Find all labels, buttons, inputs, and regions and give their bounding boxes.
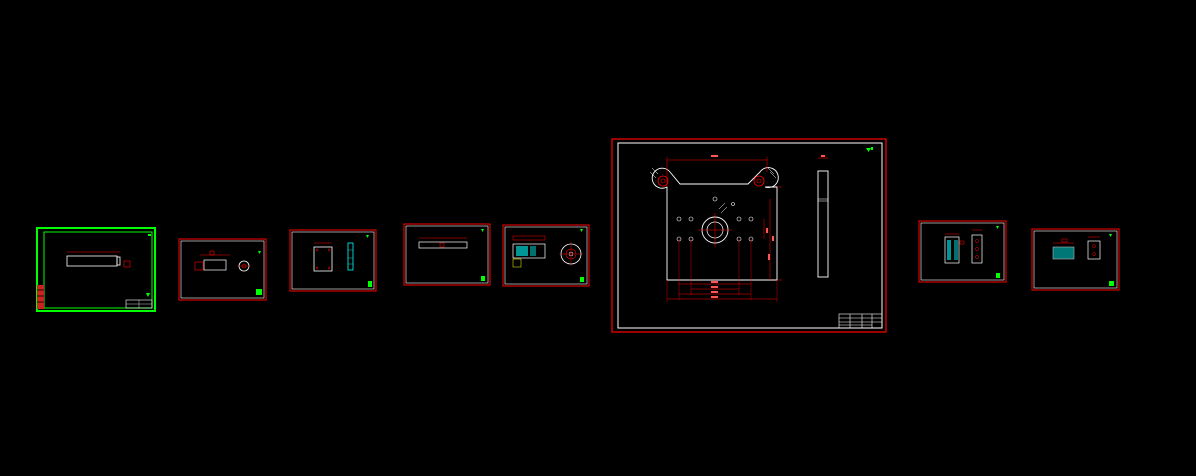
drawing-sheet-2[interactable] (178, 238, 267, 301)
sheet-8-inner-frame (1033, 230, 1118, 289)
sheet-5-section-view (512, 243, 546, 259)
sheet-7-border (918, 220, 1007, 283)
sheet-4-part-pin (418, 241, 468, 249)
sheet-8-block-view (1052, 246, 1075, 260)
sheet-6-title-block (838, 313, 883, 329)
sheet-8-side-view (1087, 240, 1101, 260)
sheet-2-border (178, 238, 267, 301)
sheet-2-inner-frame (180, 240, 265, 299)
sheet-1-title-strip (37, 285, 44, 309)
sheet-3-plate-view (313, 246, 333, 272)
sheet-4-inner-frame (405, 225, 489, 284)
sheet-6-border (611, 138, 887, 333)
sheet-1-part-shaft (66, 255, 118, 267)
sheet-7-side-view (971, 234, 983, 264)
sheet-6-side-view (817, 170, 829, 278)
sheet-6-lug-hole-right (753, 175, 765, 187)
sheet-6-plate-outline (651, 167, 779, 281)
sheet-3-inner-frame (291, 231, 375, 290)
sheet-8-border (1031, 228, 1120, 291)
sheet-5-border (502, 224, 590, 287)
drawing-sheet-3[interactable] (289, 229, 377, 292)
sheet-7-inner-frame (920, 222, 1005, 281)
drawing-sheet-7[interactable] (918, 220, 1007, 283)
sheet-6-corner-mark (866, 148, 871, 152)
sheet-7-section-view (944, 236, 960, 264)
sheet-1-inner-frame (43, 231, 153, 309)
sheet-4-border (403, 223, 491, 286)
sheet-6-inner-frame (617, 142, 883, 329)
sheet-1-border (36, 227, 156, 312)
sheet-1-corner-mark (146, 293, 150, 297)
sheet-3-side-view (347, 242, 354, 271)
sheet-6-dimensions (666, 157, 782, 300)
sheet-3-border (289, 229, 377, 292)
drawing-sheet-4[interactable] (403, 223, 491, 286)
sheet-5-inner-frame (504, 226, 588, 285)
sheet-6-lug-hole-left (657, 175, 669, 187)
drawing-sheet-5[interactable] (502, 224, 590, 287)
drawing-sheet-8[interactable] (1031, 228, 1120, 291)
drawing-sheet-6[interactable] (611, 138, 887, 333)
drawing-sheet-1[interactable] (36, 227, 156, 312)
